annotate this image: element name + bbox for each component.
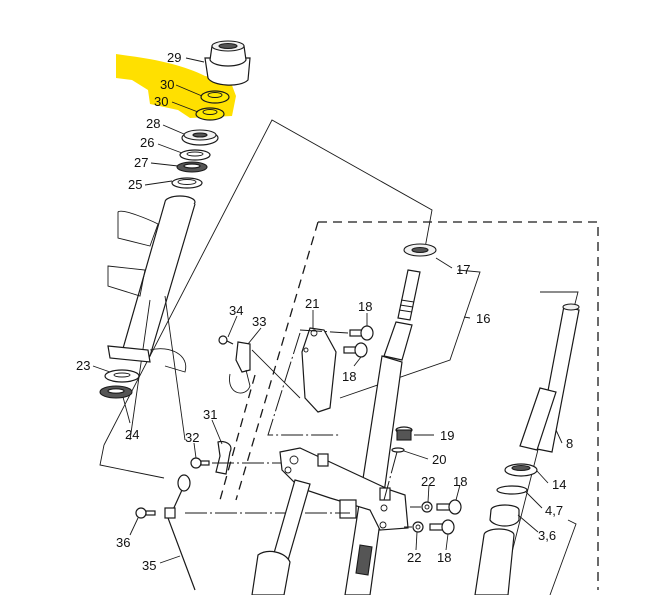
- dashed-box-stem: [318, 221, 599, 590]
- callout-30-upper: 30: [160, 77, 175, 92]
- part-8-inner-tube: [519, 303, 580, 453]
- chain-line-19: [383, 451, 398, 501]
- part-18-bolt-right-upper: [436, 499, 462, 515]
- part-25-race: [171, 177, 203, 189]
- part-14-oil-seal: [504, 463, 538, 477]
- callout-19: 19: [440, 428, 455, 443]
- frame-head-pipe: [107, 195, 196, 441]
- callout-25: 25: [128, 177, 143, 192]
- callout-23: 23: [76, 358, 91, 373]
- part-36-dust-seal: [489, 504, 520, 527]
- part-33-clamp: [229, 341, 301, 399]
- right-outer-tube: [474, 528, 515, 595]
- fork-spring: [355, 544, 373, 576]
- dashed-box-left2: [219, 374, 256, 501]
- callout-8: 8: [566, 436, 574, 451]
- chain-line-21-bottom: [267, 332, 340, 436]
- part-26-race: [179, 149, 211, 161]
- callout-24: 24: [125, 427, 140, 442]
- dashed-box-stem-left: [235, 221, 319, 501]
- part-29-bearing-cover: [204, 40, 251, 86]
- callout-47: 4,7: [545, 503, 564, 518]
- part-18-bolt-right-lower: [429, 519, 455, 535]
- callout-26: 26: [140, 135, 155, 150]
- callout-14: 14: [552, 477, 567, 492]
- part-19-plug: [395, 426, 413, 441]
- callout-18-right-lower: 18: [437, 550, 452, 565]
- callout-27: 27: [134, 155, 149, 170]
- callout-29: 29: [167, 50, 182, 65]
- callout-28: 28: [146, 116, 161, 131]
- callout-22-lower: 22: [407, 550, 422, 565]
- callout-35: 35: [142, 558, 157, 573]
- part-34-bolt: [218, 335, 234, 345]
- callout-30-lower: 30: [154, 94, 169, 109]
- part-30-ring-nut-lower: [195, 107, 225, 121]
- part-35-hose-holder: [164, 474, 196, 591]
- callout-20: 20: [432, 452, 447, 467]
- group-bracket-upper: [103, 119, 433, 446]
- part-20-o-ring: [391, 447, 405, 453]
- callout-34: 34: [229, 303, 244, 318]
- part-16-steering-stem: [344, 243, 437, 595]
- bracket-47-36: [549, 519, 577, 595]
- part-22-washer-lower: [412, 521, 424, 533]
- part-28-dust-seal: [181, 129, 219, 146]
- part-30-ring-nut-upper: [200, 90, 230, 104]
- callout-17: 17: [456, 262, 471, 277]
- part-18-bolt-upper: [349, 325, 374, 341]
- callout-18-upper: 18: [358, 299, 373, 314]
- part-21-bracket: [301, 327, 337, 413]
- callout-16: 16: [476, 311, 491, 326]
- part-36-bolt: [135, 507, 156, 519]
- part-27-ball-bearing: [176, 161, 208, 173]
- callout-31: 31: [203, 407, 218, 422]
- part-47-circlip: [496, 485, 528, 495]
- group-bracket-lower-left: [99, 444, 165, 479]
- part-18-bolt-lower: [343, 342, 368, 358]
- part-32-bolt: [190, 457, 210, 469]
- callout-21: 21: [305, 296, 320, 311]
- callout-18-lower: 18: [342, 369, 357, 384]
- callout-18-right-upper: 18: [453, 474, 468, 489]
- part-24-bearing: [99, 385, 133, 399]
- callout-22-upper: 22: [421, 474, 436, 489]
- callout-36-seal: 3,6: [538, 528, 557, 543]
- leader-lines: [92, 57, 563, 564]
- part-22-washer-upper: [421, 501, 433, 513]
- part-23-race: [104, 369, 140, 383]
- left-fork-tube: [251, 479, 311, 595]
- chain-line-21: [299, 329, 349, 334]
- callout-36-bolt: 36: [116, 535, 131, 550]
- callout-32: 32: [185, 430, 200, 445]
- callout-33: 33: [252, 314, 267, 329]
